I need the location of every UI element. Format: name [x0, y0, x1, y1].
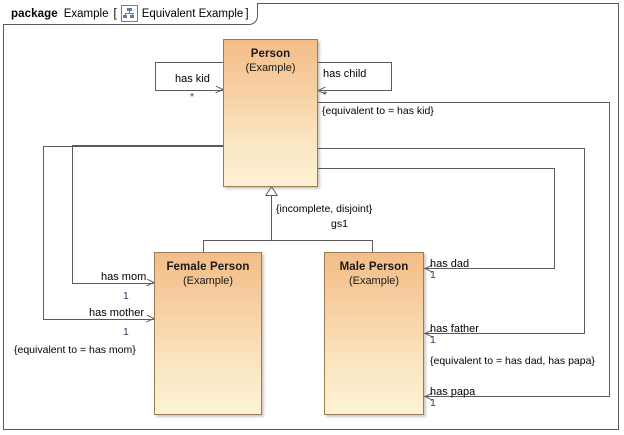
has-kid-line-left: [155, 62, 156, 91]
class-stereotype-male-person: (Example): [348, 275, 400, 287]
association-multiplicity-has-papa: 1: [430, 397, 436, 409]
frame-bracket-close: ]: [245, 7, 249, 20]
class-name-male-person: Male Person: [339, 261, 409, 273]
has-mother-line-bottom: [43, 319, 154, 320]
has-child-line-bottom: [317, 90, 392, 91]
has-mother-line-left: [43, 146, 44, 320]
class-name-person: Person: [250, 48, 291, 60]
has-mom-line-bottom: [72, 283, 154, 284]
class-diagram-icon: [120, 5, 138, 22]
has-dad-line-top: [317, 168, 555, 169]
association-multiplicity-has-kid: *: [190, 91, 195, 103]
class-box-female-person[interactable]: Female Person (Example): [154, 252, 262, 415]
has-father-line-top: [317, 148, 585, 149]
association-multiplicity-has-mother: 1: [123, 326, 129, 338]
has-kid-line-top: [155, 62, 223, 63]
class-box-person[interactable]: Person (Example): [223, 39, 318, 187]
association-label-has-papa: has papa: [430, 386, 476, 398]
has-mom-line-top: [72, 145, 223, 146]
association-multiplicity-has-mom: 1: [123, 290, 129, 302]
generalization-triangle-icon: [265, 186, 278, 196]
has-papa-line-bottom: [424, 396, 610, 397]
association-label-has-dad: has dad: [430, 258, 470, 270]
generalization-leg-female: [203, 240, 204, 253]
frame-keyword: package: [11, 7, 58, 20]
generalization-stem: [271, 195, 272, 241]
has-child-line-right: [391, 62, 392, 91]
frame-package-name: Example: [63, 7, 109, 20]
association-multiplicity-has-dad: 1: [430, 269, 436, 281]
generalization-constraint: {incomplete, disjoint}: [276, 203, 373, 215]
association-label-has-kid: has kid: [175, 73, 210, 85]
association-label-has-child: has child: [323, 68, 367, 80]
association-multiplicity-has-child: *: [323, 89, 328, 101]
has-papa-line-top: [317, 102, 610, 103]
has-dad-line-bottom: [424, 268, 555, 269]
class-box-male-person[interactable]: Male Person (Example): [324, 252, 424, 415]
frame-bracket-open: [: [113, 7, 117, 20]
constraint-equivalent-has-dad: {equivalent to = has dad, has papa}: [430, 355, 595, 367]
association-label-has-mom: has mom: [101, 271, 147, 283]
diagram-frame-header: package Example [ Equivalent Example ]: [3, 3, 258, 25]
constraint-equivalent-has-kid: {equivalent to = has kid}: [322, 105, 434, 117]
association-multiplicity-has-father: 1: [430, 334, 436, 346]
association-label-has-father: has father: [430, 323, 479, 335]
class-stereotype-female-person: (Example): [182, 275, 234, 287]
generalization-leg-male: [372, 240, 373, 253]
has-child-line-top: [317, 62, 392, 63]
association-label-has-mother: has mother: [89, 307, 145, 319]
constraint-equivalent-has-mom: {equivalent to = has mom}: [14, 344, 136, 356]
frame-diagram-name: Equivalent Example: [141, 7, 244, 20]
has-mom-line-left: [72, 145, 73, 284]
generalization-crossbar: [203, 240, 373, 241]
has-father-line-right: [584, 148, 585, 334]
generalization-set-name: gs1: [331, 218, 348, 230]
class-stereotype-person: (Example): [245, 62, 296, 74]
has-mother-line-top: [43, 146, 223, 147]
has-papa-line-right: [609, 102, 610, 397]
has-father-line-bottom: [424, 333, 585, 334]
has-kid-line-bottom: [155, 90, 223, 91]
class-name-female-person: Female Person: [166, 261, 250, 273]
has-dad-line-right: [554, 168, 555, 269]
